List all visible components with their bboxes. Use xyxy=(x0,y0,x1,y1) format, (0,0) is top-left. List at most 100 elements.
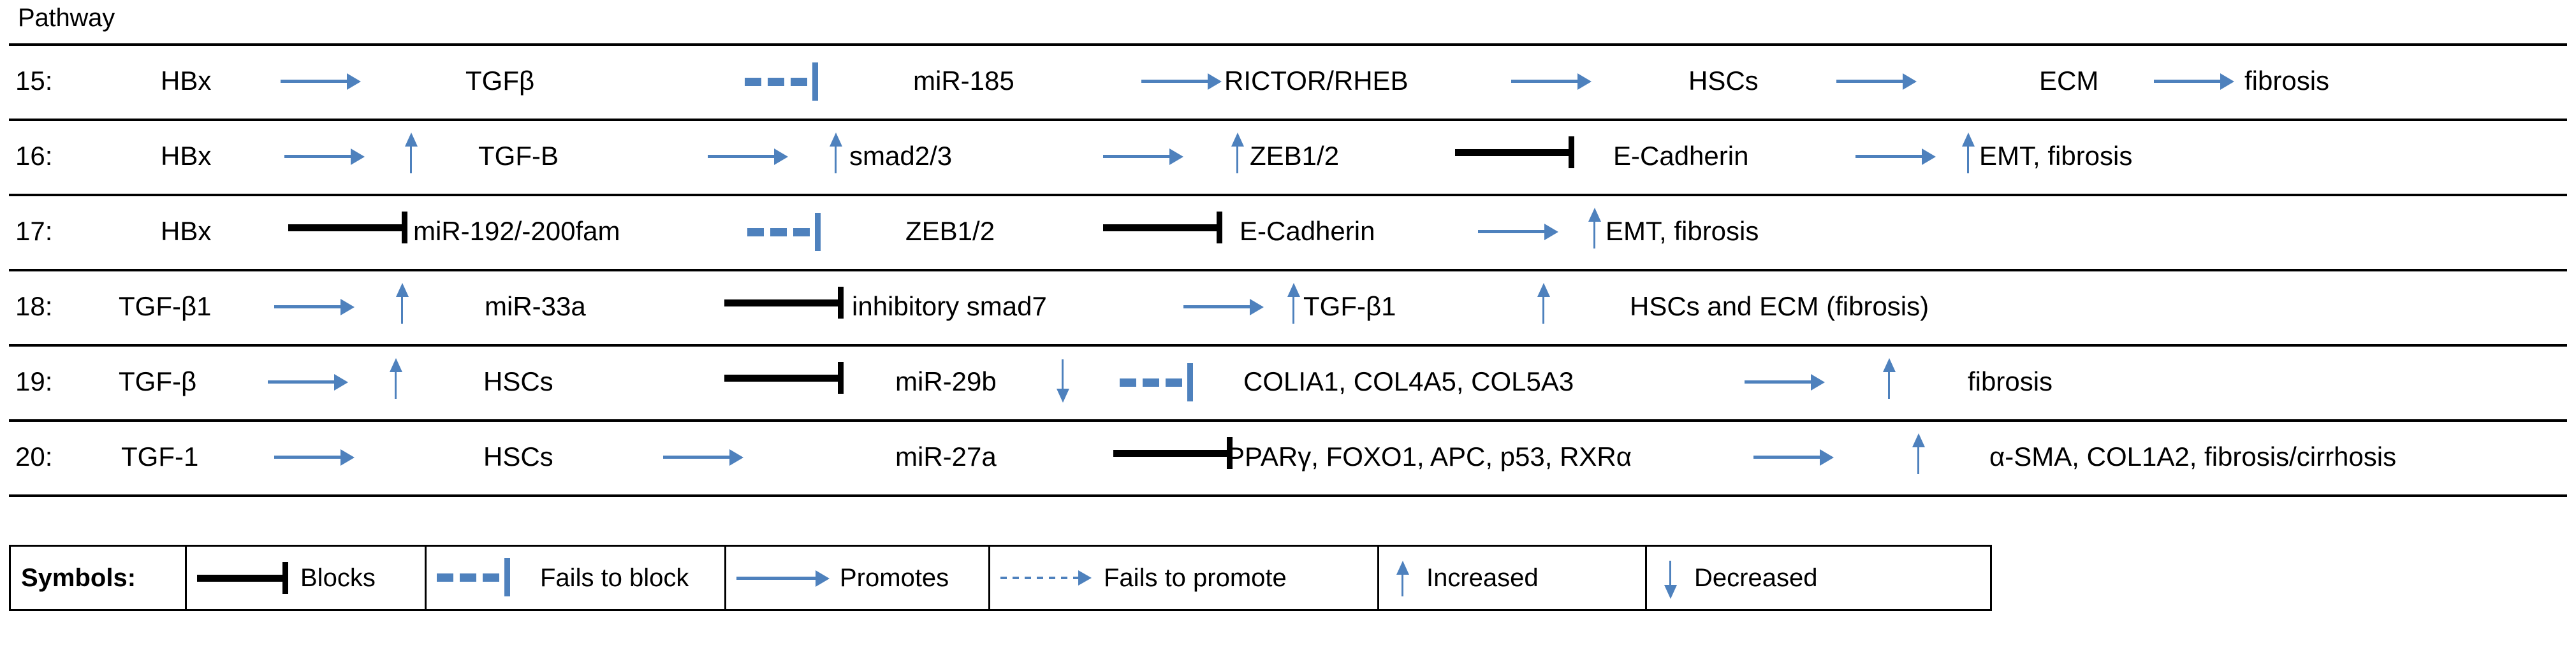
node-label: ECM xyxy=(2039,66,2099,96)
blocks-icon xyxy=(288,212,414,243)
row-number: 19: xyxy=(15,366,53,396)
promotes-icon xyxy=(1753,445,1834,469)
node-label: EMT, fibrosis xyxy=(1979,141,2133,171)
promotes-icon xyxy=(1511,69,1592,93)
decreased-icon xyxy=(1056,359,1070,403)
promotes-icon xyxy=(281,69,361,93)
legend-title: Symbols: xyxy=(21,564,136,592)
row-number: 17: xyxy=(15,216,53,246)
node-label: HBx xyxy=(161,216,212,246)
node-label: HBx xyxy=(161,66,212,96)
node-label: HSCs xyxy=(483,442,553,472)
node-label: RICTOR/RHEB xyxy=(1224,66,1409,96)
fails-to-block-icon xyxy=(747,213,830,251)
legend-title-cell: Symbols: xyxy=(11,547,187,609)
increased-icon xyxy=(829,133,843,176)
blocks-icon xyxy=(724,287,851,319)
node-label: α-SMA, COL1A2, fibrosis/cirrhosis xyxy=(1989,442,2397,472)
blocks-icon xyxy=(1103,212,1229,243)
node-label: TGF-β xyxy=(119,366,197,396)
node-label: HSCs xyxy=(1688,66,1759,96)
promotes-icon xyxy=(2154,69,2234,93)
legend-item-fails-to-block: Fails to block xyxy=(427,547,726,609)
blocks-icon xyxy=(1455,136,1580,168)
rule-17 xyxy=(9,269,2567,271)
symbols-legend: Symbols: Blocks Fails to block xyxy=(9,545,1992,611)
blocks-icon xyxy=(1113,437,1240,469)
pathway-row-16: 16: HBx TGF-B smad2/3 ZEB1/2 E-Cadherin xyxy=(0,121,2576,196)
node-label: miR-185 xyxy=(913,66,1014,96)
promotes-icon xyxy=(1103,144,1183,168)
node-label: miR-29b xyxy=(895,366,997,396)
fails-to-block-icon xyxy=(437,558,531,597)
decreased-icon xyxy=(1657,559,1685,599)
pathway-row-20: 20: TGF-1 HSCs miR-27a PPARγ, FOXO1, APC… xyxy=(0,422,2576,497)
node-label: E-Cadherin xyxy=(1613,141,1749,171)
node-label: TGF-B xyxy=(478,141,559,171)
node-label: miR-33a xyxy=(485,291,586,321)
legend-item-fails-to-promote: Fails to promote xyxy=(990,547,1379,609)
fails-to-block-icon xyxy=(1120,363,1203,401)
promotes-icon xyxy=(1836,69,1917,93)
increased-icon xyxy=(1961,133,1975,176)
pathway-row-15: 15: HBx TGFβ miR-185 RICTOR/RHEB HSCs EC… xyxy=(0,46,2576,121)
legend-item-label: Promotes xyxy=(840,564,949,592)
rule-20 xyxy=(9,494,2567,497)
promotes-icon xyxy=(274,294,355,319)
node-label: miR-192/-200fam xyxy=(413,216,620,246)
row-number: 18: xyxy=(15,291,53,321)
node-label: ZEB1/2 xyxy=(1250,141,1340,171)
node-label: COLIA1, COL4A5, COL5A3 xyxy=(1243,366,1574,396)
node-label: TGFβ xyxy=(465,66,535,96)
row-number: 15: xyxy=(15,66,53,96)
node-label: ZEB1/2 xyxy=(905,216,995,246)
node-label: EMT, fibrosis xyxy=(1606,216,1759,246)
increased-icon xyxy=(1231,133,1245,176)
pathway-row-17: 17: HBx miR-192/-200fam ZEB1/2 E-Cadheri… xyxy=(0,196,2576,271)
increased-icon xyxy=(1882,358,1896,401)
legend-item-label: Fails to promote xyxy=(1104,564,1287,592)
node-label: E-Cadherin xyxy=(1240,216,1375,246)
node-label: TGF-β1 xyxy=(1303,291,1396,321)
promotes-icon xyxy=(284,144,365,168)
page-title: Pathway xyxy=(18,4,115,32)
node-label: HSCs xyxy=(483,366,553,396)
promotes-icon xyxy=(1855,144,1936,168)
promotes-icon xyxy=(1141,69,1222,93)
rule-18 xyxy=(9,344,2567,347)
node-label: TGF-β1 xyxy=(119,291,212,321)
node-label: HSCs and ECM (fibrosis) xyxy=(1630,291,1929,321)
rule-19 xyxy=(9,419,2567,422)
promotes-icon xyxy=(268,370,348,394)
fails-to-promote-icon xyxy=(1000,559,1095,597)
increased-icon xyxy=(1389,559,1417,597)
blocks-icon xyxy=(197,559,291,597)
increased-icon xyxy=(389,358,403,401)
node-label: fibrosis xyxy=(1968,366,2053,396)
node-label: PPARγ, FOXO1, APC, p53, RXRα xyxy=(1227,442,1632,472)
node-label: fibrosis xyxy=(2244,66,2330,96)
increased-icon xyxy=(404,133,418,176)
promotes-icon xyxy=(708,144,788,168)
promotes-icon xyxy=(663,445,743,469)
legend-item-blocks: Blocks xyxy=(187,547,427,609)
increased-icon xyxy=(1537,283,1551,326)
node-label: miR-27a xyxy=(895,442,997,472)
increased-icon xyxy=(1912,433,1926,477)
increased-icon xyxy=(395,283,409,326)
row-number: 16: xyxy=(15,141,53,171)
pathway-row-18: 18: TGF-β1 miR-33a inhibitory smad7 TGF-… xyxy=(0,271,2576,347)
legend-item-increased: Increased xyxy=(1379,547,1647,609)
rule-15 xyxy=(9,119,2567,121)
rule-top xyxy=(9,43,2567,46)
node-label: inhibitory smad7 xyxy=(852,291,1047,321)
legend-item-promotes: Promotes xyxy=(726,547,990,609)
increased-icon xyxy=(1287,283,1301,326)
legend-item-label: Fails to block xyxy=(540,564,689,592)
promotes-icon xyxy=(274,445,355,469)
node-label: TGF-1 xyxy=(121,442,199,472)
blocks-icon xyxy=(724,362,851,394)
promotes-icon xyxy=(736,559,831,597)
promotes-icon xyxy=(1478,219,1558,243)
